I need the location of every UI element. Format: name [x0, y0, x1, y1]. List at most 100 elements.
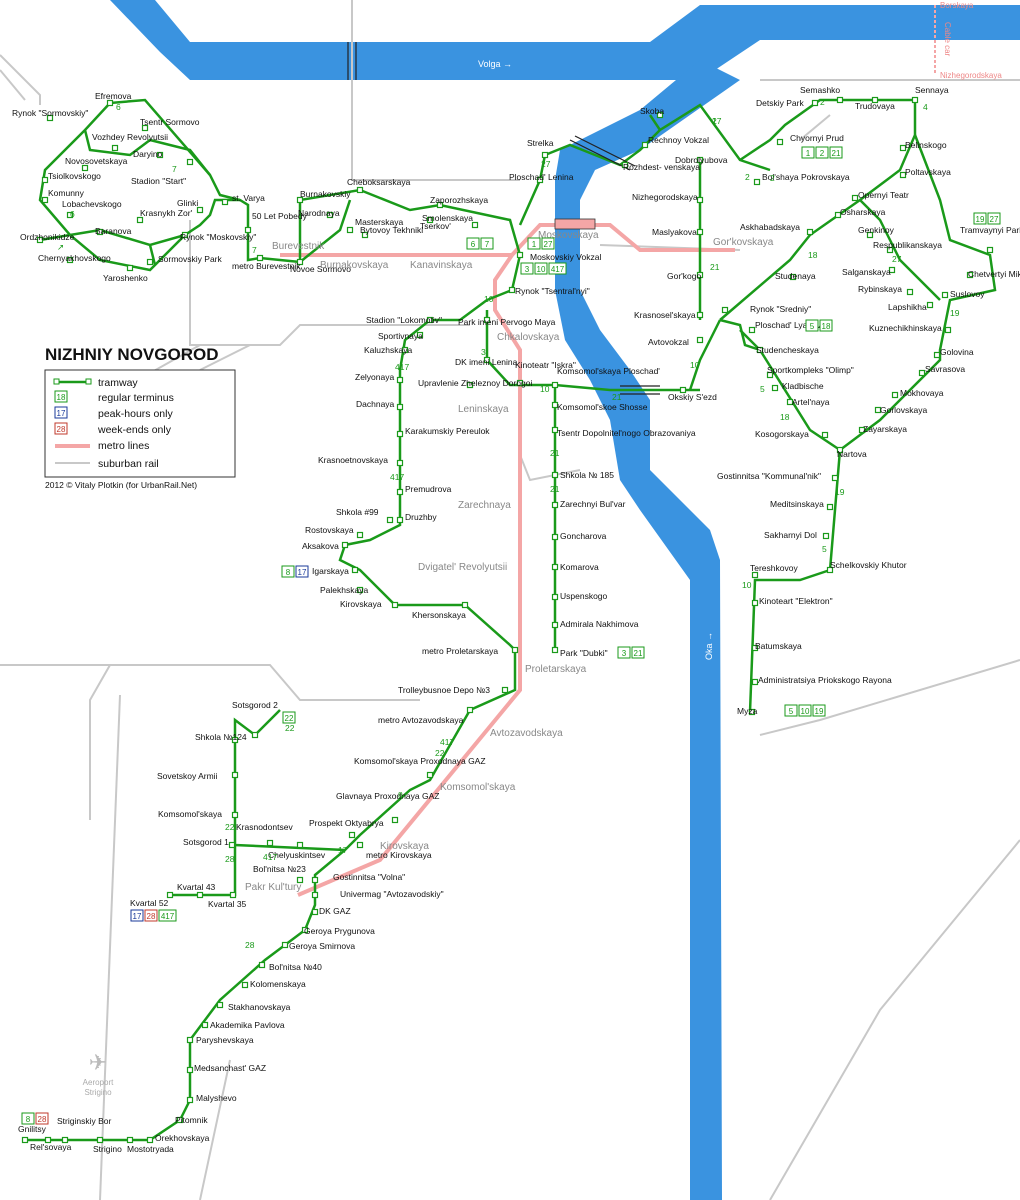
metro-station-label: Dvigatel' Revolyutsii — [418, 562, 507, 573]
station-marker — [696, 196, 704, 204]
terminus-box — [801, 146, 815, 159]
station-label: Sotsgorod 1 — [183, 837, 229, 847]
station-marker — [551, 471, 559, 479]
station-label: Komarova — [560, 562, 599, 572]
metro-station-label: Leninskaya — [458, 404, 509, 415]
station-label: Okskiy S'ezd — [668, 392, 717, 402]
station-marker — [196, 891, 204, 899]
station-marker — [186, 1066, 194, 1074]
terminus-box — [295, 565, 309, 578]
station-label: Mostotryada — [127, 1144, 174, 1154]
route-number: 5 — [822, 544, 827, 554]
station-marker — [391, 816, 399, 824]
station-marker — [944, 326, 952, 334]
station-marker — [748, 708, 756, 716]
station-label: Gostinnitsa "Kommunal'nik" — [717, 471, 821, 481]
station-label: Druzhby — [405, 512, 437, 522]
station-marker — [918, 369, 926, 377]
station-marker — [141, 124, 149, 132]
station-marker — [551, 593, 559, 601]
station-label: Semashko — [800, 85, 840, 95]
station-label: Moskovskiy Vokzal — [530, 252, 601, 262]
station-marker — [466, 706, 474, 714]
station-label: metro Burevestnik — [232, 261, 301, 271]
station-marker — [396, 488, 404, 496]
station-marker — [501, 686, 509, 694]
station-label: Kaluzhskaya — [364, 345, 412, 355]
metro-bridge — [554, 218, 596, 230]
station-marker — [786, 398, 794, 406]
station-marker — [886, 246, 894, 254]
station-marker — [221, 198, 229, 206]
station-label: Masterskaya — [355, 217, 403, 227]
station-markers — [21, 96, 994, 1144]
metro-station-label: Kirovskaya — [380, 841, 429, 852]
route-number: 8 — [398, 790, 403, 800]
station-label: Yaroshenko — [103, 273, 148, 283]
station-marker — [551, 563, 559, 571]
route-number: 18 — [780, 412, 790, 422]
metro-station-label: Komsomol'skaya — [440, 782, 516, 793]
terminus-box — [21, 1112, 35, 1125]
terminus-box — [520, 262, 534, 275]
station-marker — [106, 99, 114, 107]
station-marker — [483, 356, 491, 364]
station-label: Salganskaya — [842, 267, 891, 277]
station-marker — [766, 371, 774, 379]
station-label: Rozhdest- venskaya — [623, 162, 700, 172]
station-marker — [696, 336, 704, 344]
route-number: 2 — [820, 97, 825, 107]
station-marker — [351, 566, 359, 574]
station-label: Kirovskaya — [340, 599, 382, 609]
station-marker — [156, 151, 164, 159]
station-marker — [891, 391, 899, 399]
station-label: Baranova — [95, 226, 132, 236]
station-marker — [136, 216, 144, 224]
terminus-route: 22 — [285, 714, 294, 723]
station-label: Dobrolyubova — [675, 155, 728, 165]
legend-weekends: week-ends only — [97, 424, 172, 436]
route-number: 7 — [172, 164, 177, 174]
station-marker — [436, 201, 444, 209]
terminus-route: 8 — [26, 1115, 31, 1124]
station-label: Kosogorskaya — [755, 429, 809, 439]
station-label: Bytovoy Tekhniki — [360, 225, 423, 235]
station-label: Rynok "Moskovskiy" — [180, 232, 256, 242]
station-marker — [933, 351, 941, 359]
station-label: Zarechnyi Bul'var — [560, 499, 626, 509]
station-label: Chernyakhovskogo — [38, 253, 111, 263]
terminus-route: 28 — [147, 912, 156, 921]
route-number: 10 — [690, 360, 700, 370]
station-marker — [311, 891, 319, 899]
station-marker — [966, 271, 974, 279]
bridges — [347, 42, 660, 395]
station-marker — [256, 254, 264, 262]
station-marker — [186, 1096, 194, 1104]
station-marker — [66, 211, 74, 219]
station-marker — [696, 228, 704, 236]
route-number: 1 — [712, 116, 717, 126]
station-label: Stadion "Start" — [131, 176, 186, 186]
station-marker — [401, 346, 409, 354]
station-marker — [201, 1021, 209, 1029]
station-marker — [858, 426, 866, 434]
station-label: Komsomol'skoe Shosse — [557, 402, 648, 412]
route-number: 417 — [263, 852, 277, 862]
route-number: 27 — [541, 159, 551, 169]
station-label: Komsomol'skaya Ploschad' — [557, 366, 660, 376]
metro-station-label: Kanavinskaya — [410, 260, 473, 271]
station-label: Batumskaya — [755, 641, 802, 651]
station-marker — [426, 316, 434, 324]
route-number: 27 — [892, 254, 902, 264]
station-marker — [751, 571, 759, 579]
station-marker — [81, 164, 89, 172]
station-label: Lapshikha — [888, 302, 927, 312]
station-label: Krasnodontsev — [236, 822, 293, 832]
station-marker — [551, 401, 559, 409]
station-label: Zaporozhskaya — [430, 195, 488, 205]
terminus-box — [466, 237, 480, 250]
cable-car-label: Cable car — [943, 22, 952, 57]
station-label: Narodnaya — [298, 208, 340, 218]
station-marker — [641, 141, 649, 149]
